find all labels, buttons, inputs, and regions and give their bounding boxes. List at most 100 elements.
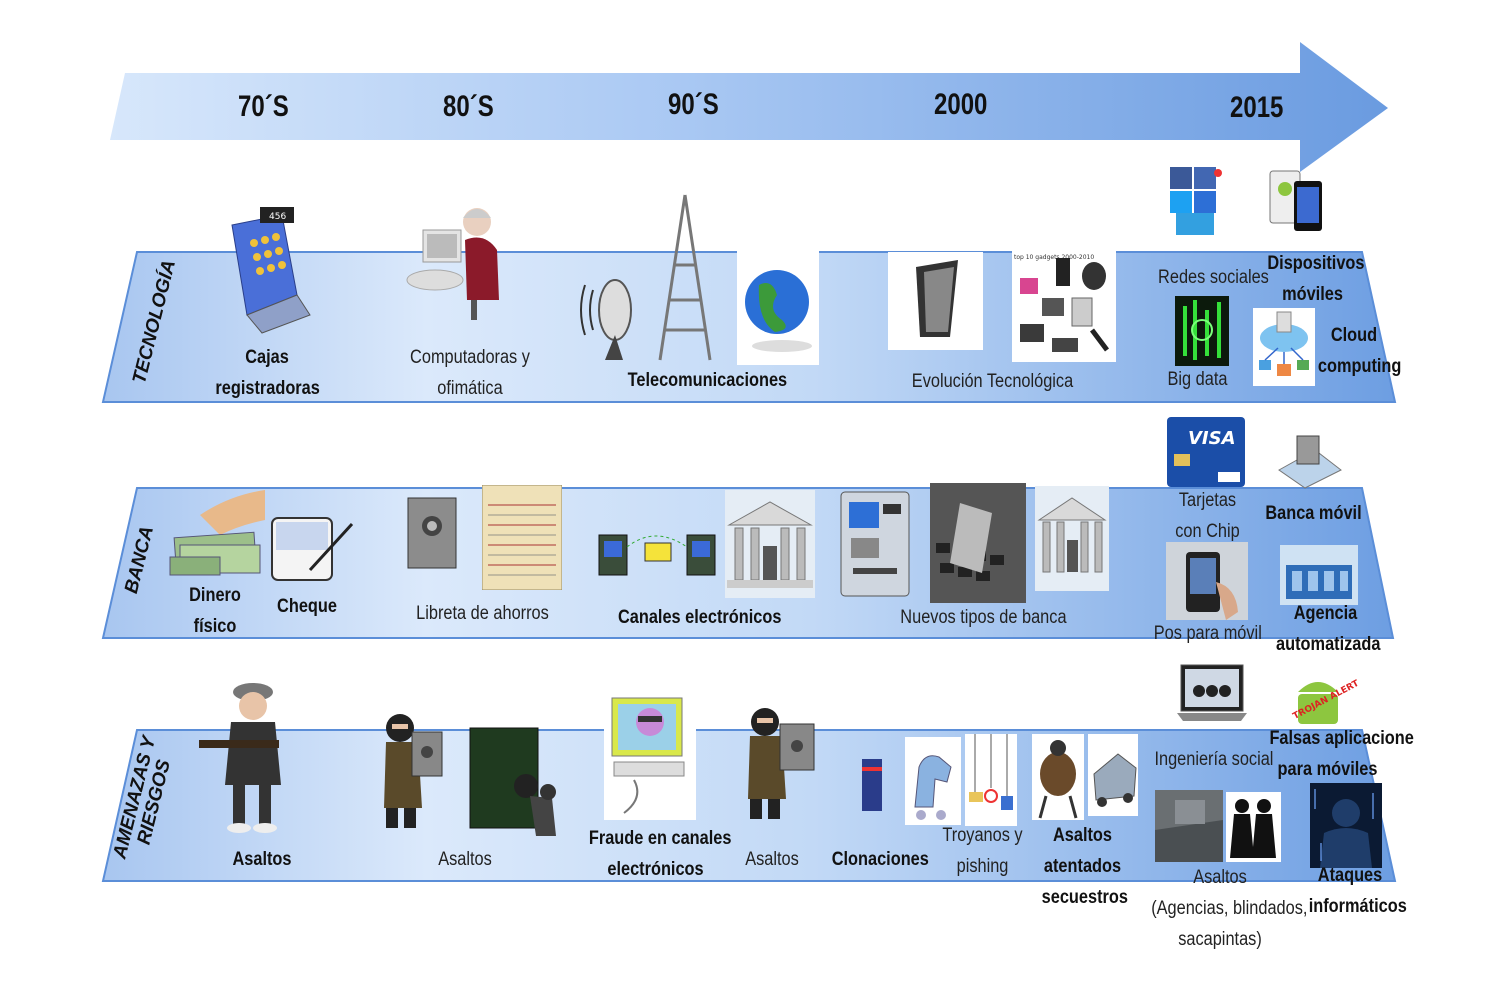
label-tarjetas-2: con Chip [1175, 521, 1240, 542]
big-data-icon [1175, 296, 1229, 366]
label-asaltos-80: Asaltos [438, 849, 492, 870]
label-dinero-2: físico [193, 616, 237, 637]
year-80s: 80´S [443, 90, 494, 123]
year-2000: 2000 [934, 88, 988, 121]
label-redes-sociales: Redes sociales [1158, 267, 1269, 288]
label-troyanos-2: pishing [956, 856, 1009, 877]
mobile-devices-icon [1269, 170, 1322, 231]
label-agencia: Agencia automatizada [1276, 598, 1381, 660]
passbook-icon [482, 485, 562, 590]
label-dispositivos: Dispositivos móviles [1267, 248, 1364, 310]
card-skimmer-icon [862, 759, 882, 811]
label-clonaciones: Clonaciones [831, 849, 929, 870]
label-falsas-aplicaciones: Falsas aplicacione para móviles [1269, 723, 1414, 785]
cloud-computing-icon [1253, 308, 1315, 386]
label-ingenieria-social: Ingeniería social [1154, 749, 1274, 770]
bank-building-2-icon [1035, 486, 1109, 591]
label-asaltos-90: Asaltos [745, 849, 799, 870]
cash-hand-icon [169, 490, 265, 576]
cheque-icon [271, 517, 354, 581]
mobile-banking-icon [1278, 435, 1342, 489]
label-big-data: Big data [1167, 369, 1228, 390]
vault-thief-icon [469, 727, 556, 836]
label-cloud-2: computing [1317, 356, 1402, 377]
label-canales: Canales electrónicos [617, 607, 782, 628]
label-ataques: Ataques informáticos [1308, 860, 1407, 922]
label-cheque: Cheque [277, 596, 337, 617]
radio-antenna-icon [580, 194, 712, 361]
device-icon [888, 252, 983, 350]
label-fraude-2: electrónicos [607, 859, 704, 880]
label-falsas-1: Falsas aplicacione [1269, 728, 1414, 749]
label-dinero-1: Dinero [189, 585, 241, 606]
computer-user-icon [406, 208, 499, 320]
label-banca-movil: Banca móvil [1265, 503, 1362, 524]
label-evolucion: Evolución Tecnológica [911, 371, 1074, 392]
label-computadoras: Computadoras y ofimática [406, 342, 535, 404]
label-asaltos-2015-2: (Agencias, blindados, [1151, 898, 1308, 919]
svg-text:VISA: VISA [1188, 428, 1236, 449]
gadgets-icon: top 10 gadgets 2000-2010 [1012, 250, 1116, 362]
label-computadoras-1: Computadoras y [410, 347, 530, 368]
robbery-scene-icon [1155, 790, 1223, 862]
label-libreta: Libreta de ahorros [416, 603, 549, 624]
armored-truck-icon [1088, 734, 1138, 816]
atm-icon [840, 491, 910, 597]
label-atentados-3: secuestros [1041, 887, 1128, 908]
label-troyanos-1: Troyanos y [942, 825, 1023, 846]
year-90s: 90´S [668, 88, 719, 121]
svg-text:456: 456 [269, 212, 286, 222]
timeline-arrow [110, 42, 1388, 172]
label-dinero: Dinero físico [181, 580, 250, 642]
hacker-icon [1310, 783, 1382, 868]
gangster-icon [199, 683, 281, 833]
bank-building-icon [725, 490, 815, 598]
label-ataques-1: Ataques [1317, 865, 1383, 886]
label-asaltos-70: Asaltos [232, 849, 292, 870]
label-tarjetas: Tarjetas con Chip [1171, 485, 1244, 547]
cash-register-icon: 456 [231, 207, 311, 334]
visa-card-icon: VISA [1167, 417, 1245, 487]
label-tarjetas-1: Tarjetas [1178, 490, 1237, 511]
label-atentados-1: Asaltos [1052, 825, 1113, 846]
robbers-silhouette-icon [1226, 792, 1281, 862]
safe-icon [407, 497, 457, 569]
label-asaltos-2015-3: sacapintas) [1178, 929, 1262, 950]
label-asaltos-2015-1: Asaltos [1193, 867, 1247, 888]
label-dispositivos-2: móviles [1282, 284, 1343, 305]
year-2015: 2015 [1230, 91, 1284, 124]
label-cloud-1: Cloud [1330, 325, 1378, 346]
label-agencia-1: Agencia [1293, 603, 1358, 624]
label-cloud: Cloud computing [1317, 320, 1402, 382]
label-fraude: Fraude en canales electrónicos [588, 823, 732, 885]
label-computadoras-2: ofimática [437, 378, 503, 399]
burglar-2-icon [748, 708, 815, 819]
label-nuevos-tipos: Nuevos tipos de banca [900, 607, 1067, 628]
social-engineering-icon [1177, 664, 1247, 721]
label-ataques-2: informáticos [1308, 896, 1407, 917]
label-pos-movil: Pos para móvil [1153, 623, 1262, 644]
burglar-icon [384, 714, 443, 828]
label-cajas-1: Cajas [245, 347, 289, 368]
automated-agency-icon [1280, 545, 1358, 605]
svg-text:top 10 gadgets 2000-2010: top 10 gadgets 2000-2010 [1014, 254, 1094, 261]
label-fraude-1: Fraude en canales [588, 828, 732, 849]
android-trojan-icon: TROJAN ALERT [1292, 678, 1360, 724]
kidnapping-icon [1032, 734, 1084, 820]
label-atentados-2: atentados [1043, 856, 1122, 877]
label-troyanos: Troyanos y pishing [942, 820, 1024, 882]
globe-computer-icon [737, 250, 819, 365]
label-agencia-2: automatizada [1276, 634, 1381, 655]
keyboard-card-icon [930, 483, 1026, 603]
computer-fraud-icon [604, 688, 696, 820]
social-networks-icon [1170, 167, 1222, 235]
electronic-channels-icon [598, 534, 716, 576]
trojan-horse-icon [905, 737, 961, 825]
label-asaltos-2015: Asaltos (Agencias, blindados, sacapintas… [1151, 862, 1308, 955]
pos-mobile-icon [1166, 542, 1248, 620]
label-falsas-2: para móviles [1277, 759, 1378, 780]
label-cajas-2: registradoras [215, 378, 320, 399]
year-70s: 70´S [238, 90, 289, 123]
phishing-icon [965, 734, 1017, 826]
